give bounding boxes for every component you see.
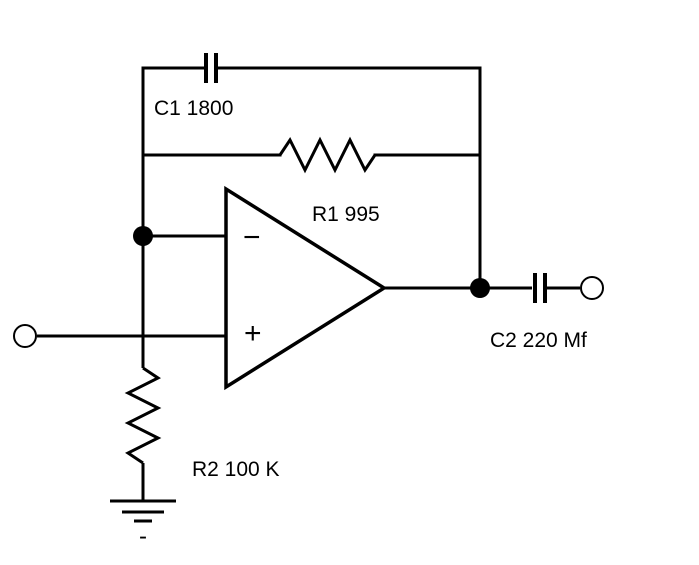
output-terminal [580,276,604,300]
opamp-inverting-sign: − [243,221,261,254]
input-terminal [13,324,37,348]
opamp-noninverting-sign: + [244,317,262,350]
c1-label: C1 1800 [154,97,233,120]
r1-label: R1 995 [312,203,380,226]
r2-label: R2 100 K [192,458,280,481]
r2-resistor [124,366,162,465]
c2-label: C2 220 Mf [490,329,587,352]
wire-c1-right [216,66,482,157]
junction-dot-output [470,278,490,298]
wire-c1-left [141,66,206,157]
junction-dot-inverting [133,226,153,246]
r1-resistor [278,136,377,174]
ground-sign: - [139,523,147,550]
opamp-triangle [224,185,388,391]
